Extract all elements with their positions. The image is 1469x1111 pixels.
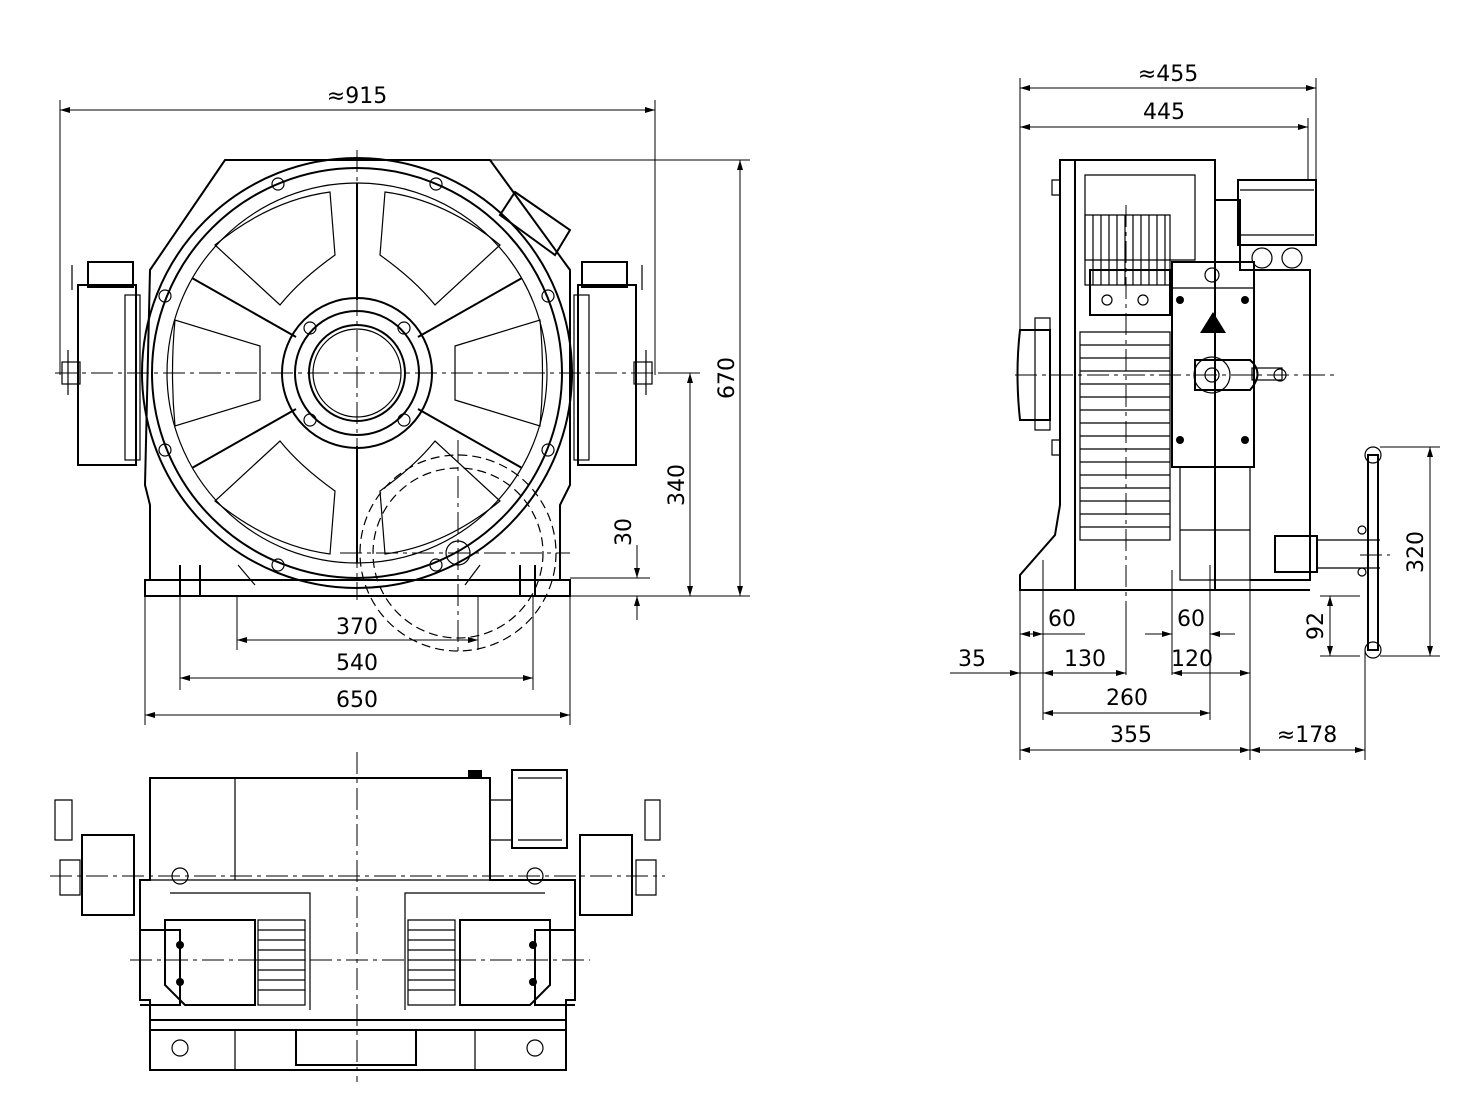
dim-front-overall-width: ≈915: [327, 84, 387, 109]
dim-side-60-left: 60: [1048, 607, 1076, 632]
dim-side-35: 35: [958, 647, 986, 672]
side-dimensions: ≈455 445 60 60 35 130 120 260 355 ≈178: [950, 62, 1440, 760]
dim-side-320: 320: [1404, 531, 1429, 573]
dim-side-445: 445: [1143, 100, 1185, 125]
top-view: [50, 752, 665, 1082]
dim-side-355: 355: [1110, 723, 1152, 748]
dim-side-overall-455: ≈455: [1138, 62, 1198, 87]
dim-front-height: 670: [715, 357, 740, 399]
dim-front-base-540: 540: [336, 651, 378, 676]
front-view: [55, 150, 660, 655]
side-view: [1015, 159, 1390, 659]
dim-side-120: 120: [1171, 647, 1213, 672]
dim-front-foot-offset: 30: [612, 518, 637, 546]
front-dimensions: ≈915 670 340 30 370 540 650: [59, 84, 750, 725]
dim-side-60-right: 60: [1177, 607, 1205, 632]
dim-side-130: 130: [1064, 647, 1106, 672]
dim-front-shaft-height: 340: [665, 464, 690, 506]
dim-front-base-370: 370: [336, 615, 378, 640]
dim-side-92: 92: [1304, 612, 1329, 640]
dim-side-260: 260: [1106, 686, 1148, 711]
dim-side-178: ≈178: [1277, 723, 1337, 748]
dim-front-base-650: 650: [336, 688, 378, 713]
